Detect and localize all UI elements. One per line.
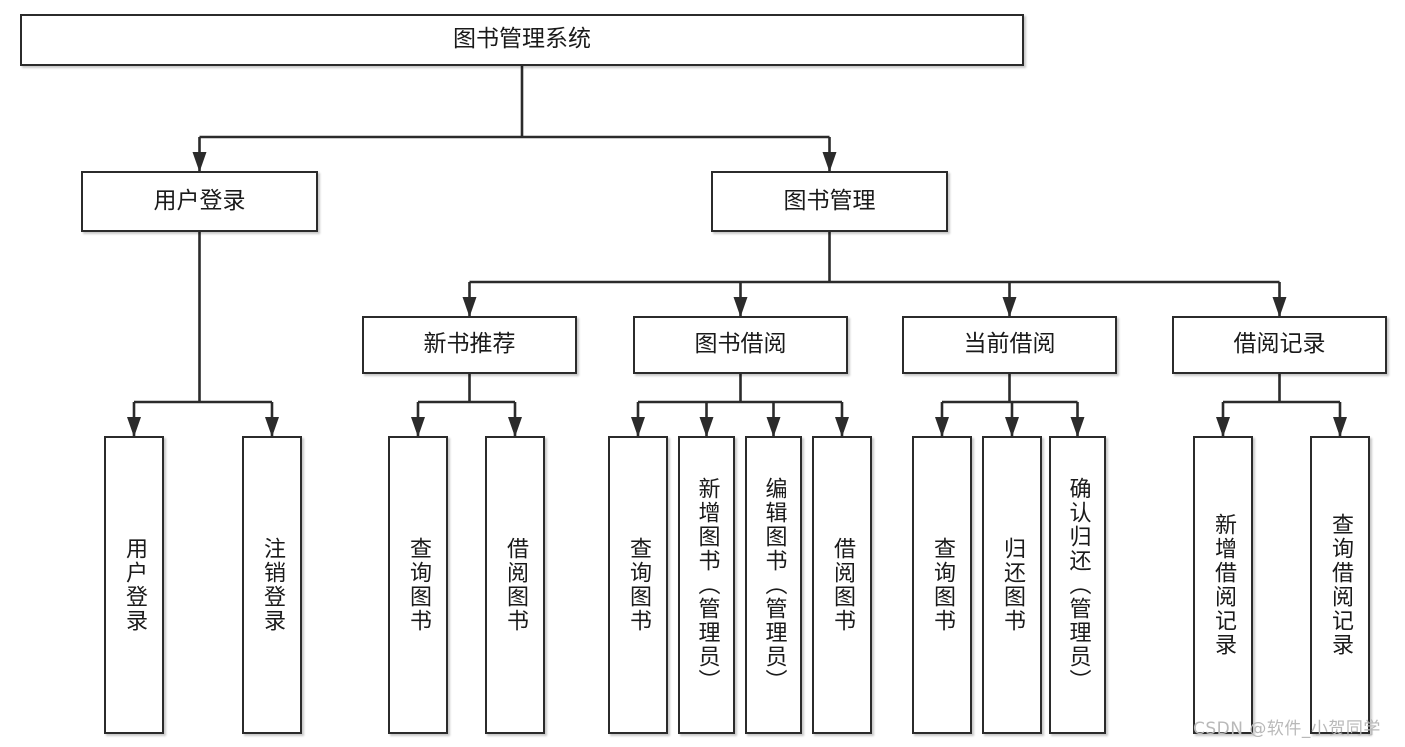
node-leaf-borrow-book-1[interactable]: 借阅图书	[485, 436, 545, 734]
edge-arrowhead	[631, 417, 645, 437]
node-user-login[interactable]: 用户登录	[81, 171, 318, 232]
edge-arrowhead	[766, 417, 781, 437]
node-leaf-borrow-book-2[interactable]: 借阅图书	[812, 436, 872, 734]
node-leaf-user-login[interactable]: 用户登录	[104, 436, 164, 734]
node-current-borrow[interactable]: 当前借阅	[902, 316, 1117, 374]
node-label: 新书推荐	[423, 331, 516, 358]
node-label: 图书管理系统	[453, 26, 591, 53]
node-leaf-confirm-return[interactable]: 确认归还（管理员）	[1049, 436, 1106, 734]
node-leaf-logout[interactable]: 注销登录	[242, 436, 302, 734]
edge-arrowhead	[1002, 297, 1017, 317]
edge-arrowhead	[462, 297, 477, 317]
node-book-borrow[interactable]: 图书借阅	[633, 316, 848, 374]
node-label: 借阅记录	[1233, 331, 1326, 358]
edge-arrowhead	[127, 417, 141, 437]
edge-arrowhead	[733, 297, 748, 317]
edge-arrowhead	[265, 417, 279, 437]
edge-arrowhead	[192, 152, 207, 172]
edge-arrowhead	[699, 417, 714, 437]
node-borrow-record[interactable]: 借阅记录	[1172, 316, 1387, 374]
node-label: 新增借阅记录	[1210, 513, 1236, 657]
edge-arrowhead	[1070, 417, 1085, 437]
edge-arrowhead	[935, 417, 949, 437]
node-leaf-add-record[interactable]: 新增借阅记录	[1193, 436, 1253, 734]
node-label: 用户登录	[121, 537, 147, 633]
node-label: 查询图书	[929, 537, 955, 633]
edge-arrowhead	[822, 152, 837, 172]
node-label: 用户登录	[153, 187, 246, 214]
edge-arrowhead	[508, 417, 522, 437]
edge-arrowhead	[1272, 297, 1287, 317]
node-label: 当前借阅	[963, 331, 1056, 358]
node-leaf-query-record[interactable]: 查询借阅记录	[1310, 436, 1370, 734]
node-new-book-rec[interactable]: 新书推荐	[362, 316, 577, 374]
node-leaf-add-book[interactable]: 新增图书（管理员）	[678, 436, 735, 734]
node-book-manage[interactable]: 图书管理	[711, 171, 948, 232]
edge-arrowhead	[835, 417, 849, 437]
node-leaf-edit-book[interactable]: 编辑图书（管理员）	[745, 436, 802, 734]
edge-arrowhead	[1216, 417, 1230, 437]
node-label: 注销登录	[259, 537, 285, 633]
node-root[interactable]: 图书管理系统	[20, 14, 1024, 66]
node-label: 图书借阅	[694, 331, 787, 358]
node-leaf-query-book-1[interactable]: 查询图书	[388, 436, 448, 734]
node-label: 归还图书	[999, 537, 1025, 633]
node-label: 查询借阅记录	[1327, 513, 1353, 657]
node-label: 图书管理	[783, 187, 876, 214]
node-label: 确认归还（管理员）	[1065, 477, 1091, 693]
node-label: 编辑图书（管理员）	[761, 477, 787, 693]
edge-arrowhead	[1333, 417, 1347, 437]
edge-arrowhead	[1005, 417, 1019, 437]
node-leaf-query-book-2[interactable]: 查询图书	[608, 436, 668, 734]
node-leaf-return-book[interactable]: 归还图书	[982, 436, 1042, 734]
node-leaf-query-book-3[interactable]: 查询图书	[912, 436, 972, 734]
node-label: 查询图书	[405, 537, 431, 633]
node-label: 查询图书	[625, 537, 651, 633]
node-label: 借阅图书	[829, 537, 855, 633]
edge-arrowhead	[411, 417, 425, 437]
node-label: 新增图书（管理员）	[694, 477, 720, 693]
watermark-text: CSDN @软件_小贺同学	[1193, 719, 1381, 739]
node-label: 借阅图书	[502, 537, 528, 633]
